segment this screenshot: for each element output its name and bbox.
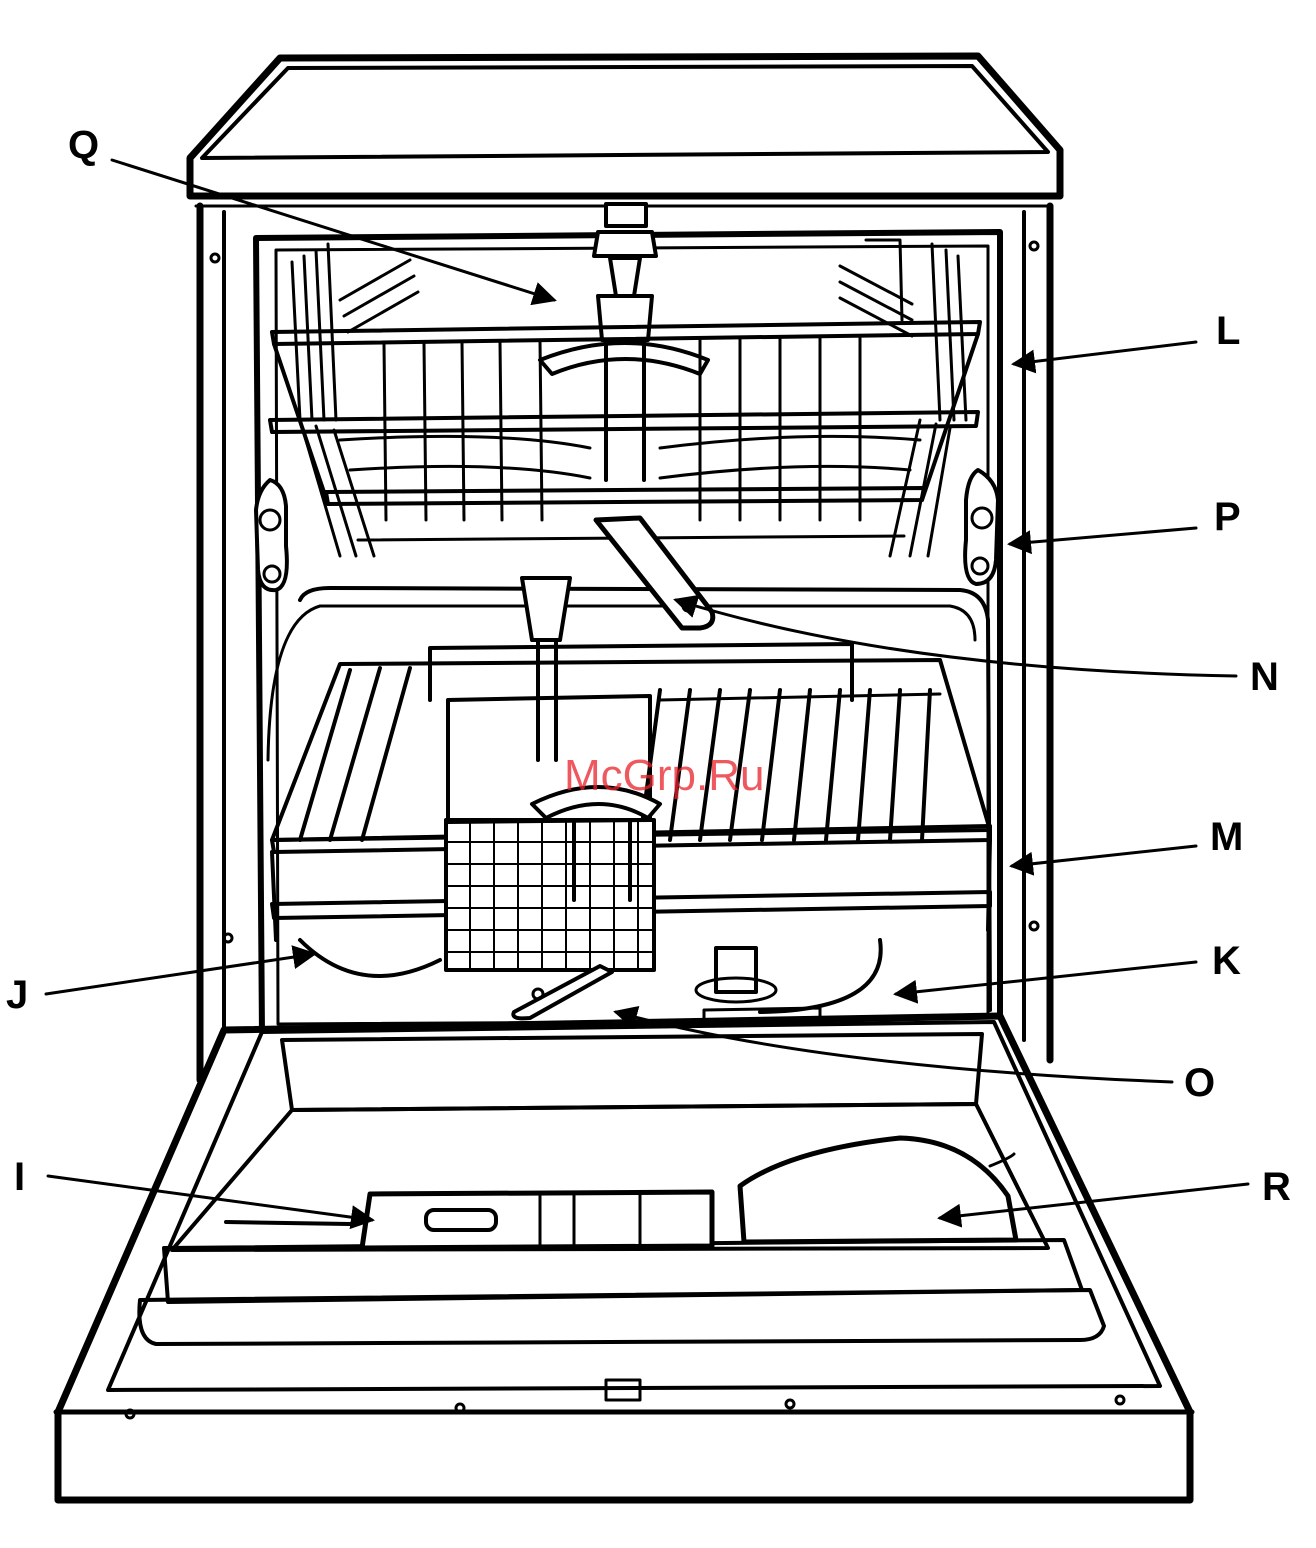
leader-l <box>1014 342 1196 364</box>
label-m: M <box>1210 815 1243 859</box>
leader-m <box>1012 846 1196 866</box>
label-o: O <box>1184 1061 1215 1105</box>
label-r: R <box>1262 1165 1291 1209</box>
label-j: J <box>6 973 28 1017</box>
leader-k <box>896 962 1196 994</box>
watermark: McGrp.Ru <box>564 751 764 800</box>
leader-n <box>676 600 1236 676</box>
open-door <box>56 1016 1192 1500</box>
label-l: L <box>1216 309 1240 353</box>
leader-p <box>1010 528 1196 544</box>
label-p: P <box>1214 495 1241 539</box>
label-k: K <box>1212 939 1241 983</box>
worktop <box>190 56 1060 206</box>
water-feed <box>540 204 708 480</box>
label-i: I <box>14 1155 25 1199</box>
label-n: N <box>1250 655 1279 699</box>
middle-spray-arm <box>596 518 713 628</box>
leader-j <box>46 954 314 994</box>
label-q: Q <box>68 123 99 167</box>
